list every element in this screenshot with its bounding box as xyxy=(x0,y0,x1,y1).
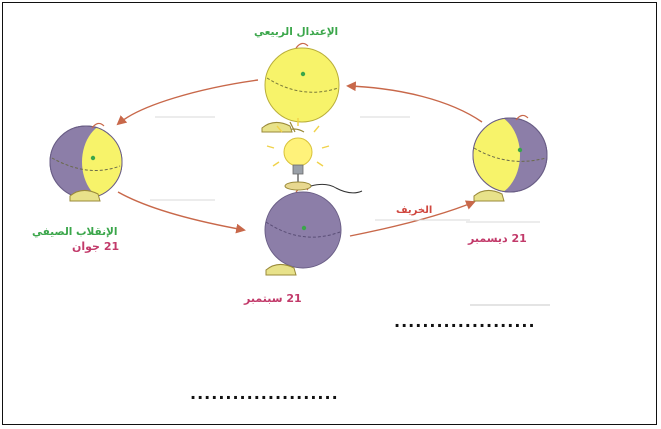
orbit-arrow-bottom-left xyxy=(117,191,246,234)
december-date-label: 21 ديسمبر xyxy=(468,232,527,245)
orbit-arrow-top-right xyxy=(346,81,483,123)
answer-blank-2[interactable]: ..................... xyxy=(190,384,339,403)
earth-summer-solstice xyxy=(49,122,123,202)
spring-equinox-label: الإعتدال الربيعي xyxy=(254,26,339,38)
earth-spring-equinox xyxy=(261,42,340,133)
summer-date-label: 21 جوان xyxy=(72,240,120,253)
orbit-arrow-bottom-right xyxy=(349,200,476,237)
summer-solstice-label: الإنقلاب الصيفي xyxy=(32,226,118,238)
orbit-arrow-top-left xyxy=(116,79,259,126)
answer-blank-1[interactable]: .................... xyxy=(394,312,536,331)
sun-bulb-icon xyxy=(266,118,363,194)
september-date-label: 21 سبتمبر xyxy=(244,292,302,305)
autumn-label: الخريف xyxy=(396,205,433,216)
earth-winter xyxy=(472,114,548,202)
earth-autumn-equinox xyxy=(264,186,342,276)
